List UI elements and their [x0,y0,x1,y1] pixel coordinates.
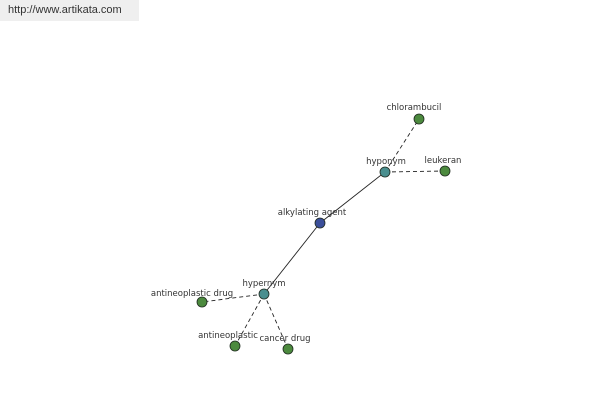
edges-layer [201,118,446,350]
node-antineoplastic-drug[interactable] [196,296,208,308]
source-url-link[interactable]: http://www.artikata.com [0,0,139,21]
node-label-antineoplastic[interactable]: antineoplastic [198,331,258,341]
node-label-cancer-drug[interactable]: cancer drug [259,334,310,344]
labels-layer: alkylating agent hyponym hypernym chlorambu… [151,103,462,344]
edge-center-hypernym [263,222,321,295]
node-label-hyponym[interactable]: hyponym [366,157,406,167]
edge-hyponym-leukeran [384,170,446,173]
node-chlorambucil[interactable] [413,113,425,125]
node-label-center[interactable]: alkylating agent [278,208,347,218]
edge-hyponym-chlorambucil [384,118,420,173]
node-hyponym[interactable] [379,166,391,178]
node-label-chlorambucil[interactable]: chlorambucil [387,103,442,113]
edge-hypernym-antineoplastic_drug [201,293,265,303]
edge-hypernym-antineoplastic [234,293,265,347]
node-antineoplastic[interactable] [229,340,241,352]
node-label-leukeran[interactable]: leukeran [425,156,462,166]
node-label-antineoplastic-drug[interactable]: antineoplastic drug [151,289,233,299]
node-hypernym[interactable] [258,288,270,300]
edge-center-hyponym [319,171,386,224]
node-label-hypernym[interactable]: hypernym [242,279,285,289]
edge-hypernym-cancer_drug [263,293,289,350]
node-center[interactable] [314,217,326,229]
node-leukeran[interactable] [439,165,451,177]
node-cancer-drug[interactable] [282,343,294,355]
nodes-layer [196,113,451,355]
